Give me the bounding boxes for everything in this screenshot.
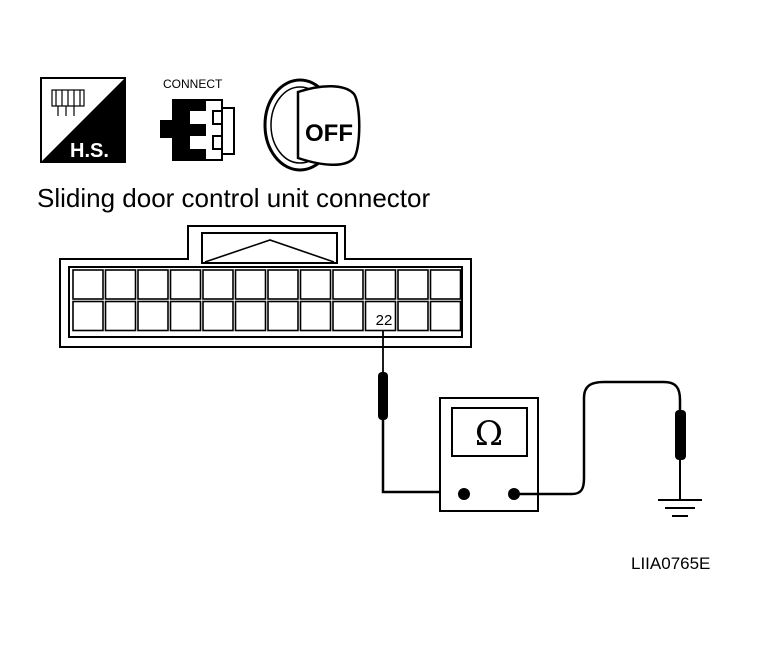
pin-cavity <box>234 300 267 332</box>
ohm-symbol: Ω <box>475 414 503 454</box>
test-lead-ground <box>514 380 686 500</box>
pin-cavity <box>429 269 462 300</box>
pin-cavity <box>397 269 429 300</box>
pin-cavity <box>332 269 364 300</box>
pin-cavity <box>72 300 104 332</box>
pin-cavity <box>364 300 397 332</box>
pin-cavity <box>332 300 364 332</box>
pin-cavity <box>299 300 332 332</box>
ground-icon <box>658 499 702 517</box>
pin-cavity <box>267 300 299 332</box>
connect-icon: CONNECT <box>160 77 235 161</box>
key-off-label: OFF <box>305 120 353 147</box>
connector-face: 22 <box>59 225 472 348</box>
pin-cavity <box>169 269 202 300</box>
pin-cavity <box>299 269 332 300</box>
harness-side-icon: H.S. <box>40 77 126 163</box>
pin-cavity <box>202 269 234 300</box>
harness-side-label: H.S. <box>70 140 109 162</box>
pin-cavity <box>104 269 137 300</box>
negative-terminal <box>458 488 470 500</box>
connector-title: Sliding door control unit connector <box>37 183 430 213</box>
ohmmeter: Ω <box>439 397 539 512</box>
pin-cavity <box>234 269 267 300</box>
pin-cavity <box>104 300 137 332</box>
connect-label: CONNECT <box>163 77 223 91</box>
pin-cavity <box>137 269 169 300</box>
pin-cavity <box>202 300 234 332</box>
pin-cavity <box>267 269 299 300</box>
test-lead-pin <box>378 330 462 494</box>
pin-cavity <box>169 300 202 332</box>
pin-cavity <box>364 269 397 300</box>
pin-22-label: 22 <box>376 312 393 329</box>
figure-id: LIIA0765E <box>631 554 710 573</box>
pin-cavity <box>429 300 462 332</box>
pin-cavity <box>137 300 169 332</box>
pin-cavity <box>72 269 104 300</box>
pin-cavity <box>397 300 429 332</box>
connector-pin-grid <box>72 269 462 332</box>
ignition-key-icon: OFF <box>263 78 361 172</box>
